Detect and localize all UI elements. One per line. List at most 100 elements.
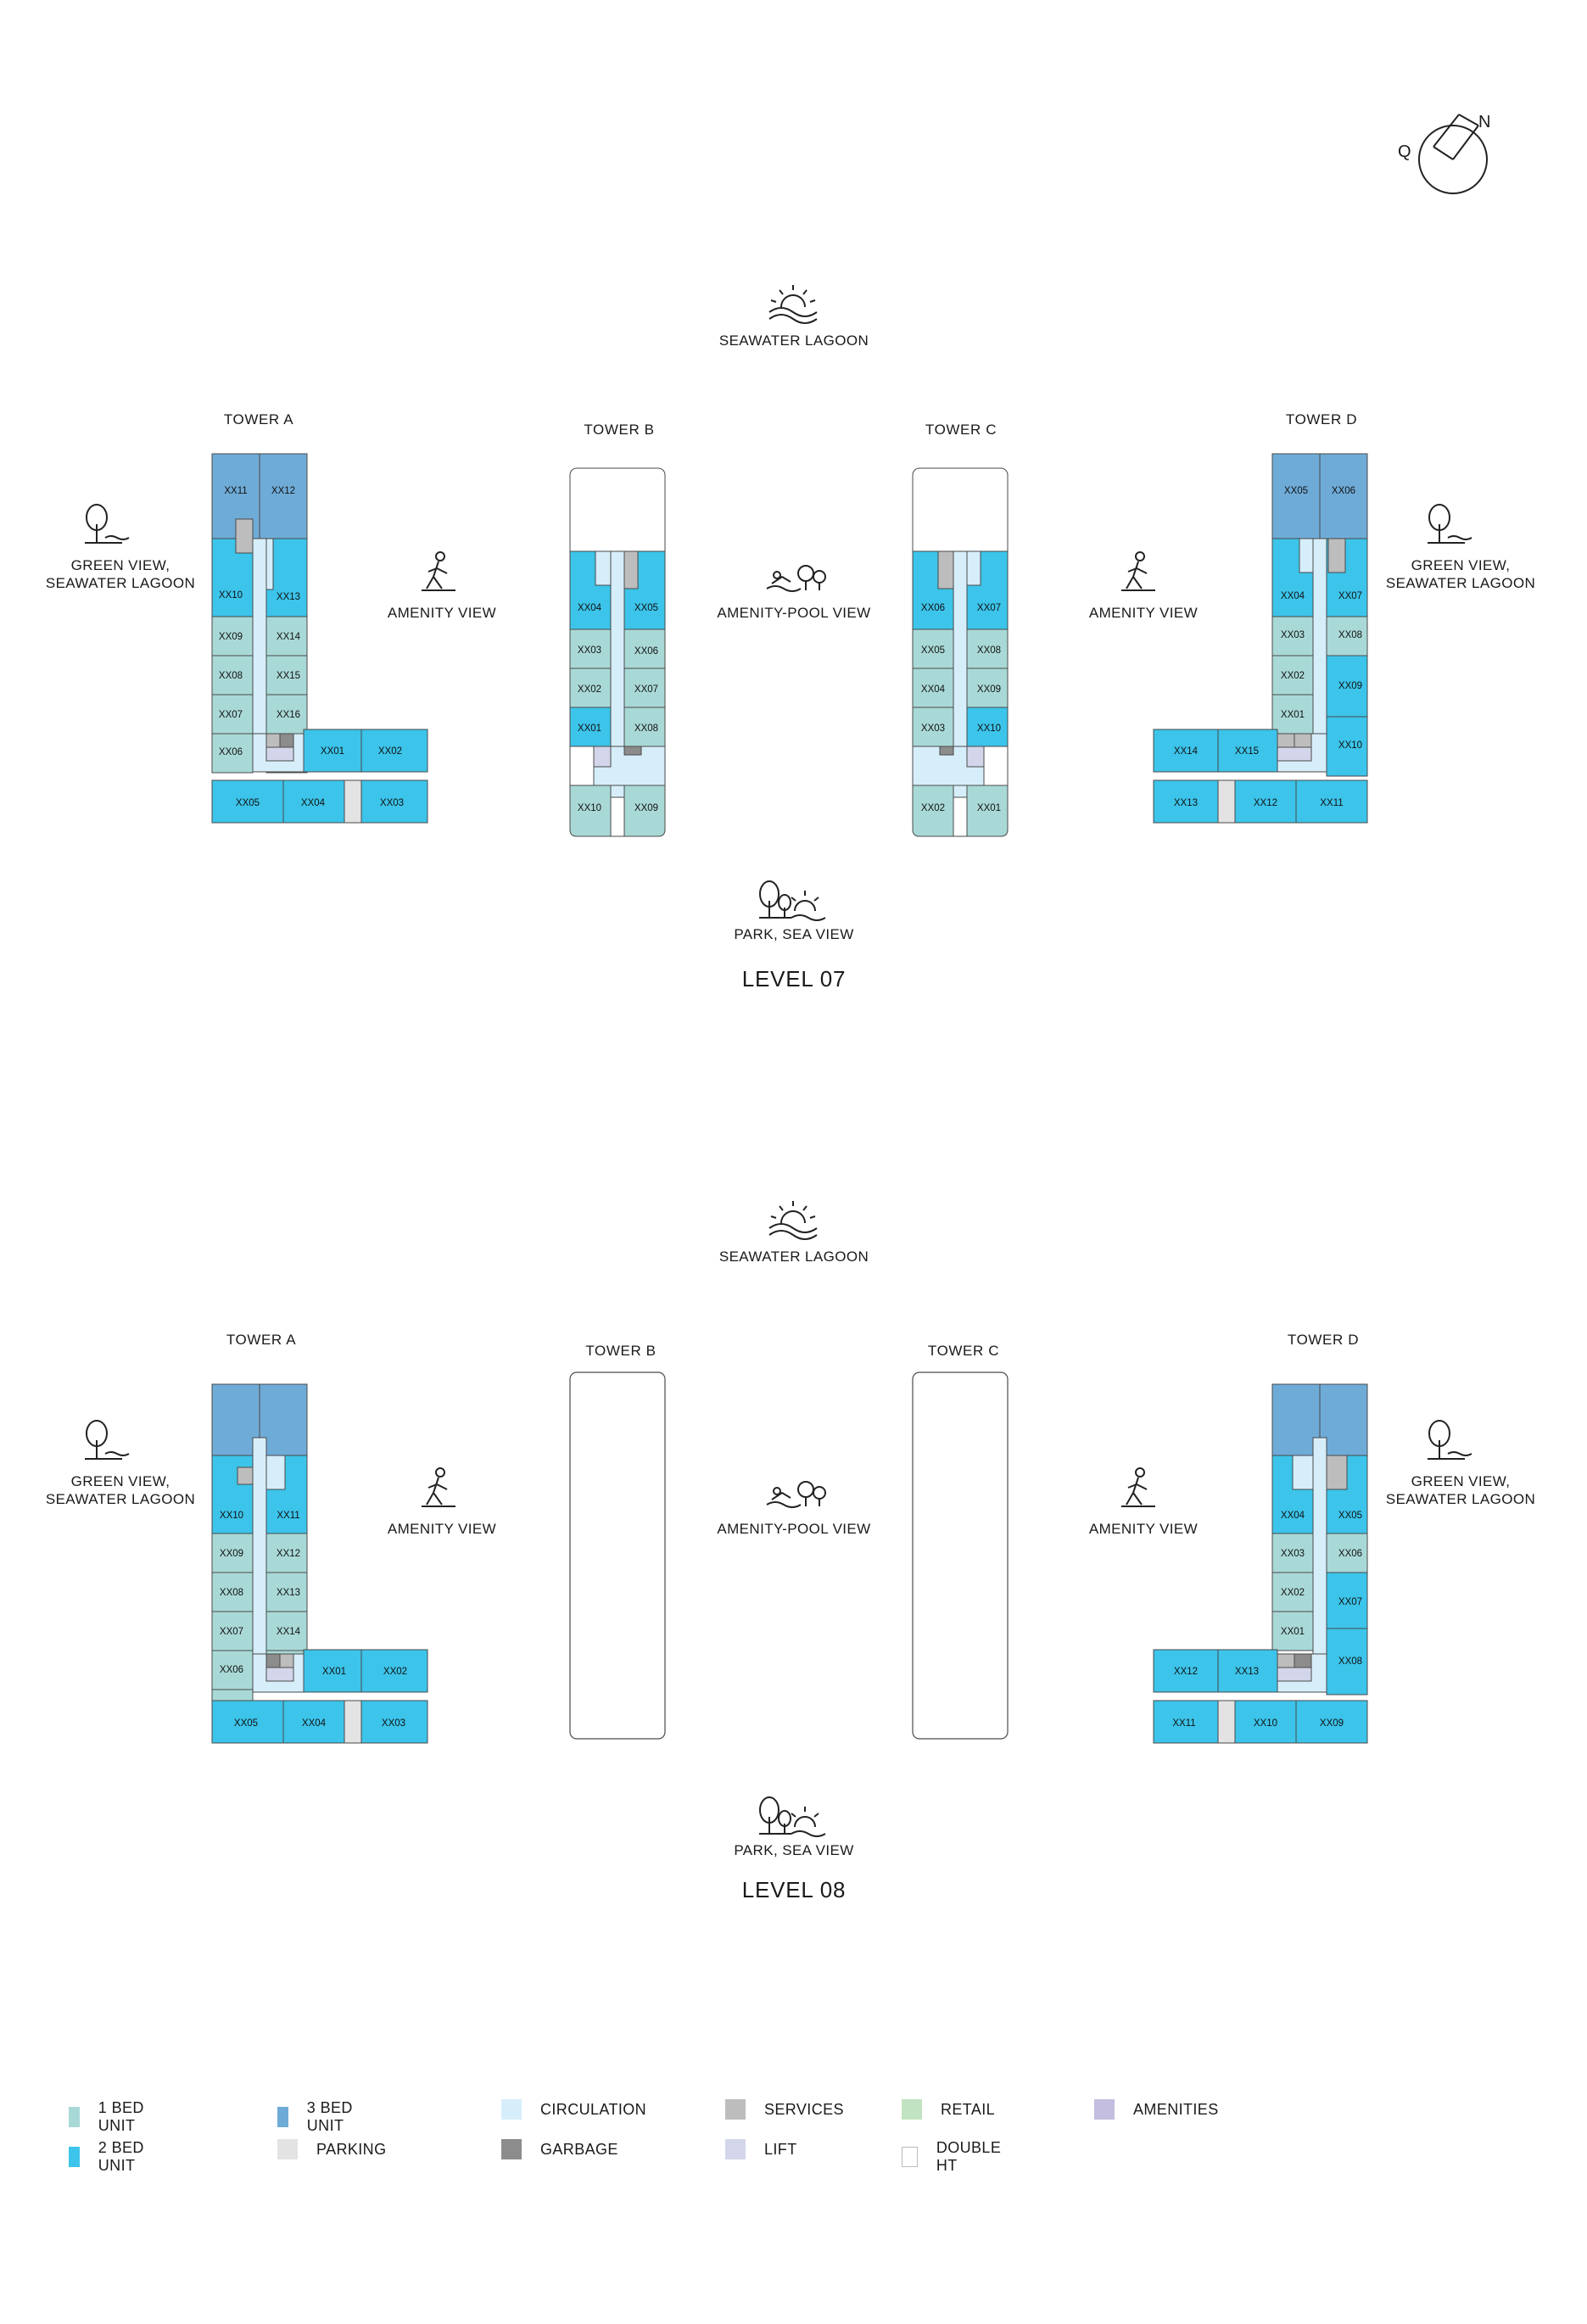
unit-label: XX04 <box>301 798 326 808</box>
unit-2bed <box>1153 1700 1219 1744</box>
unit-1bed <box>211 616 254 656</box>
unit-label: XX16 <box>277 710 300 720</box>
legend-item: RETAIL <box>902 2099 995 2120</box>
unit-label: XX13 <box>277 592 300 602</box>
unit-label: XX10 <box>977 723 1001 734</box>
unit-1bed <box>1271 655 1314 696</box>
services <box>1326 1455 1348 1490</box>
services <box>265 733 281 748</box>
unit-1bed <box>623 668 666 708</box>
parking <box>1217 1700 1236 1744</box>
tower-b-title: TOWER B <box>585 1343 656 1359</box>
unit-2bed <box>1326 716 1368 777</box>
unit-3bed <box>1319 1383 1368 1456</box>
unit-label: XX03 <box>1281 1549 1305 1559</box>
compass-ring <box>1418 125 1488 194</box>
unit-label: XX01 <box>578 723 601 734</box>
unit-2bed <box>211 779 284 824</box>
unit-2bed <box>360 779 428 824</box>
unit-label: XX02 <box>1281 1588 1305 1598</box>
park-sea-view-label: PARK, SEA VIEW <box>734 1842 853 1858</box>
unit-label: XX07 <box>977 603 1001 613</box>
trees-sun-icon <box>758 1796 826 1837</box>
corridor <box>610 550 625 798</box>
green-view-label-d-line2: SEAWATER LAGOON <box>1386 1491 1535 1507</box>
walking-person-icon <box>421 1467 456 1507</box>
unit-label: XX09 <box>634 803 658 813</box>
legend-swatch <box>902 2147 918 2167</box>
legend-swatch <box>69 2107 80 2127</box>
corridor <box>1312 1437 1327 1668</box>
tree-water-icon <box>84 504 130 544</box>
tower-b-title: TOWER B <box>584 422 654 438</box>
tower-c-l08-outline <box>912 1371 1009 1740</box>
unit-1bed <box>211 1650 254 1690</box>
unit-1bed <box>966 785 1009 837</box>
unit-2bed <box>569 707 612 747</box>
tower-b-l08-outline <box>569 1371 666 1740</box>
legend-swatch <box>277 2139 298 2159</box>
legend-label: 1 BED UNIT <box>98 2099 144 2134</box>
unit-label: XX04 <box>578 603 602 613</box>
unit-label: XX13 <box>277 1588 300 1598</box>
legend-item: GARBAGE <box>501 2139 618 2159</box>
unit-label: XX06 <box>1332 486 1355 496</box>
unit-1bed <box>623 785 666 837</box>
unit-2bed <box>1153 1649 1219 1693</box>
services <box>279 1653 294 1668</box>
unit-label: XX08 <box>1338 1656 1362 1667</box>
green-view-label-d-line2: SEAWATER LAGOON <box>1386 575 1535 591</box>
legend-label: AMENITIES <box>1133 2100 1219 2118</box>
unit-label: XX08 <box>219 671 243 681</box>
unit-1bed <box>211 1689 254 1702</box>
swimmer-trees-icon <box>766 565 826 592</box>
unit-2bed <box>1234 1700 1297 1744</box>
unit-1bed <box>569 785 612 837</box>
unit-label: XX10 <box>1254 1718 1277 1729</box>
unit-label: XX05 <box>1338 1511 1362 1521</box>
legend-label: SERVICES <box>764 2100 844 2118</box>
unit-1bed <box>1271 694 1314 735</box>
amenity-pool-view-label: AMENITY-POOL VIEW <box>717 1521 870 1537</box>
unit-label: XX02 <box>1281 671 1305 681</box>
tower-a-title: TOWER A <box>224 411 293 427</box>
green-view-label-a-line2: SEAWATER LAGOON <box>46 575 195 591</box>
unit-label: XX14 <box>277 632 301 642</box>
unit-label: XX01 <box>322 1667 346 1677</box>
unit-2bed <box>1217 729 1278 773</box>
unit-1bed <box>623 707 666 747</box>
green-view-label-d-line1: GREEN VIEW, <box>1411 557 1511 573</box>
unit-label: XX13 <box>1235 1667 1259 1677</box>
unit-label: XX02 <box>383 1667 407 1677</box>
legend-label: GARBAGE <box>540 2140 618 2158</box>
unit-label: XX04 <box>1281 591 1305 601</box>
legend-item: LIFT <box>725 2139 797 2159</box>
unit-1bed <box>912 785 954 837</box>
tower-c-title: TOWER C <box>925 422 997 438</box>
unit-2bed <box>303 729 362 773</box>
tower-d-title: TOWER D <box>1286 411 1357 427</box>
legend-item: 1 BED UNIT <box>69 2099 145 2135</box>
legend-label: 2 BED UNIT <box>98 2139 144 2174</box>
unit-2bed <box>1326 1628 1368 1696</box>
garbage <box>1294 1653 1312 1668</box>
unit-2bed <box>360 1700 428 1744</box>
unit-label: XX07 <box>219 710 243 720</box>
unit-label: XX07 <box>220 1627 243 1637</box>
compass-north-label: N <box>1478 113 1490 131</box>
unit-label: XX04 <box>1281 1511 1305 1521</box>
unit-label: XX03 <box>921 723 945 734</box>
unit-1bed <box>265 1572 308 1612</box>
unit-2bed <box>303 1649 362 1693</box>
tree-water-icon <box>1427 1420 1472 1460</box>
unit-1bed <box>966 668 1009 708</box>
unit-1bed <box>912 668 954 708</box>
garbage <box>623 746 642 756</box>
unit-label: XX08 <box>220 1588 243 1598</box>
unit-label: XX10 <box>220 1511 243 1521</box>
